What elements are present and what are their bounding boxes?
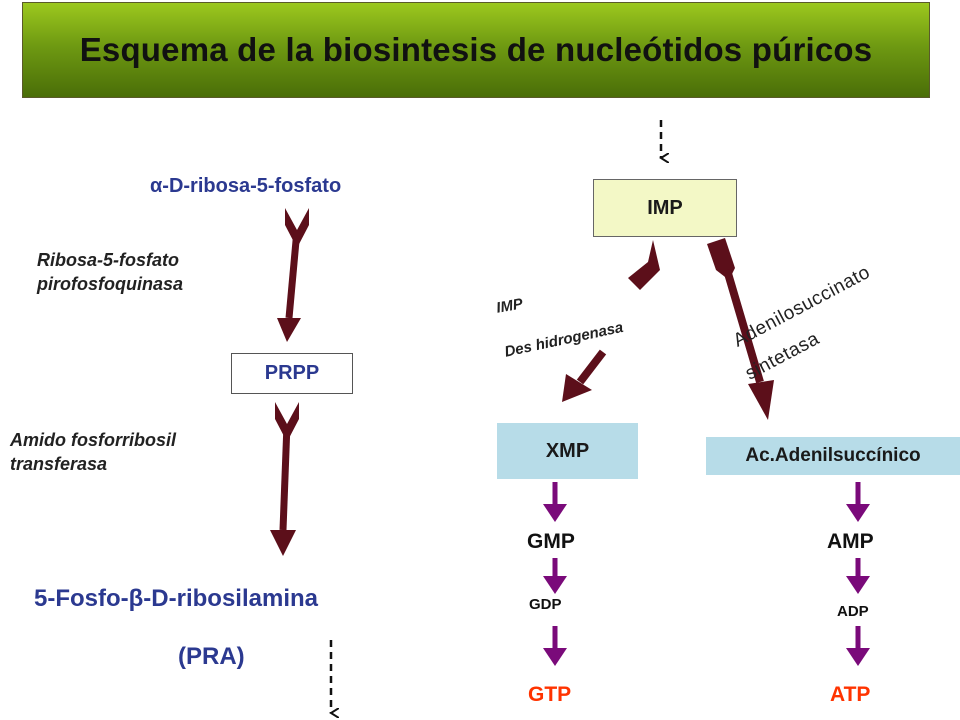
- product-abbrev-label: (PRA): [178, 643, 245, 670]
- enzyme2-line2: transferasa: [10, 454, 108, 474]
- gtp-label: GTP: [528, 683, 572, 706]
- enzyme1-line2: pirofosfoquinasa: [37, 274, 184, 294]
- arrow-prpp-to-pra: [270, 402, 299, 556]
- amp-label: AMP: [827, 530, 874, 553]
- imp-label: IMP: [647, 196, 683, 219]
- gdp-label: GDP: [529, 596, 562, 613]
- arrow-xmp-to-gmp: [543, 482, 567, 522]
- arrow-ribosa-to-prpp: [277, 208, 309, 342]
- arrow-amp-to-adp: [846, 558, 870, 594]
- arrow-gdp-to-gtp: [543, 626, 567, 666]
- arrow-gmp-to-gdp: [543, 558, 567, 594]
- adp-label: ADP: [837, 603, 869, 620]
- page-title: Esquema de la biosintesis de nucleótidos…: [79, 31, 873, 68]
- arrow-imp-to-adenilsuccinico: [707, 238, 774, 420]
- title-banner: Esquema de la biosintesis de nucleótidos…: [22, 2, 930, 98]
- arrow-adp-to-atp: [846, 626, 870, 666]
- product-label: 5-Fosfo-β-D-ribosilamina: [34, 585, 318, 612]
- xmp-label: XMP: [545, 439, 590, 462]
- start-compound-label: α-D-ribosa-5-fosfato: [150, 175, 342, 197]
- adenilsuccinico-label: Ac.Adenilsuccínico: [745, 445, 921, 466]
- gmp-label: GMP: [527, 530, 575, 553]
- prpp-box: PRPP: [231, 353, 353, 394]
- enzyme1-line1: Ribosa-5-fosfato: [37, 250, 180, 270]
- arrow-imp-to-xmp: [562, 240, 660, 402]
- atp-label: ATP: [830, 683, 871, 706]
- adenilsuccinico-box: Ac.Adenilsuccínico: [706, 437, 960, 475]
- enzyme2-label: Amido fosforribosil transferasa: [10, 428, 176, 476]
- enzyme2-line1: Amido fosforribosil: [10, 430, 176, 450]
- imp-box: IMP: [593, 179, 737, 237]
- enzyme1-label: Ribosa-5-fosfato pirofosfoquinasa: [37, 248, 183, 296]
- xmp-box: XMP: [497, 423, 638, 479]
- arrow-adenilsuccinico-to-amp: [846, 482, 870, 522]
- prpp-label: PRPP: [264, 362, 320, 384]
